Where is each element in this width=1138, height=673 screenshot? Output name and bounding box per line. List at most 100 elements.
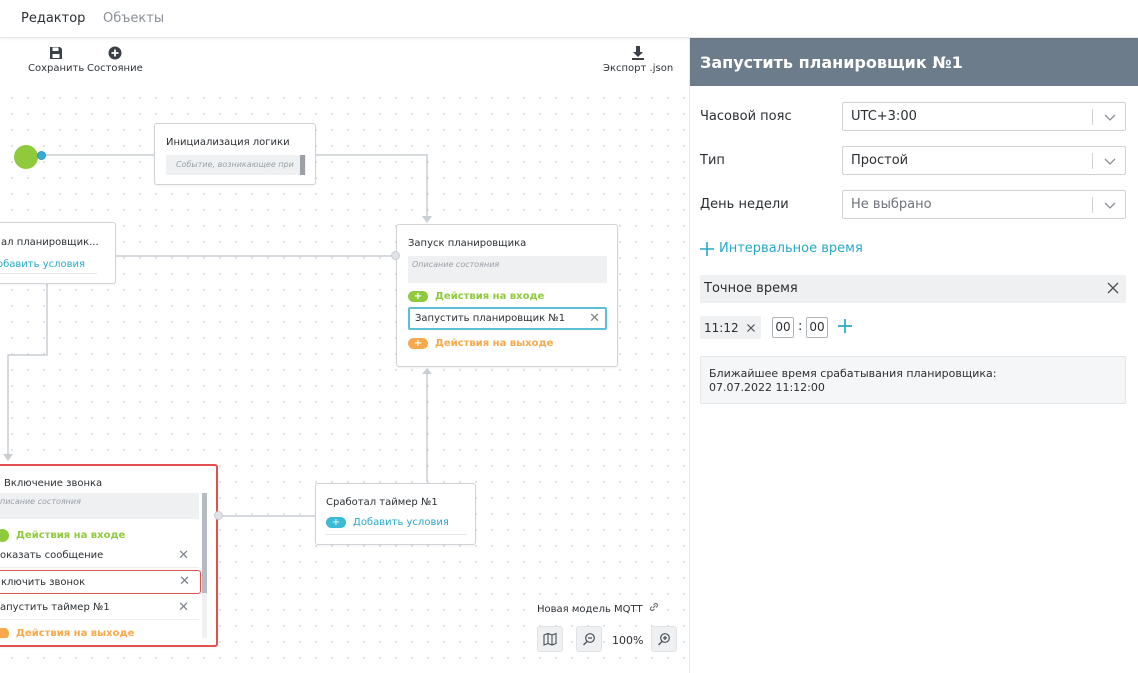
minutes-input[interactable]: 00 <box>806 317 828 338</box>
chevron-down-icon <box>1104 158 1116 165</box>
zoom-out-button[interactable] <box>576 626 602 652</box>
panel-title: Запустить планировщик №1 <box>700 53 963 72</box>
on-enter-label: Действия на входе <box>435 291 545 302</box>
model-name-label: Новая модель MQTT <box>537 604 643 615</box>
chevron-down-icon <box>1104 114 1116 121</box>
node-init-logic[interactable]: Инициализация логики Событие, возникающе… <box>154 123 316 185</box>
add-conditions-label: обавить условия <box>0 259 86 270</box>
node-left-event[interactable]: ал планировщик... обавить условия <box>0 222 116 284</box>
zoom-in-button[interactable] <box>651 626 677 652</box>
hours-input[interactable]: 00 <box>772 317 794 338</box>
scroll-thumb[interactable] <box>202 493 207 593</box>
properties-panel: Запустить планировщик №1 Часовой пояс UT… <box>689 38 1138 673</box>
on-exit-section[interactable]: Действия на выходе <box>0 628 134 638</box>
node-bell-on[interactable]: Включение звонка писание состояния Дейст… <box>0 464 218 647</box>
node-description[interactable]: писание состояния <box>0 493 199 519</box>
action-label: апустить таймер №1 <box>0 602 110 613</box>
on-enter-section[interactable]: + Действия на входе <box>408 291 544 302</box>
close-icon[interactable]: ✕ <box>178 547 189 563</box>
node-launch-scheduler[interactable]: Запуск планировщика Описание состояния +… <box>396 224 618 367</box>
on-enter-label: Действия на входе <box>16 530 126 541</box>
on-exit-section[interactable]: + Действия на выходе <box>408 338 553 349</box>
node-title: Сработал таймер №1 <box>326 497 438 508</box>
action-label: оказать сообщение <box>0 550 104 561</box>
exact-time-label: Точное время <box>704 281 798 296</box>
chevron-down-icon <box>1104 202 1116 209</box>
top-nav: Редактор Объекты <box>0 0 1138 38</box>
timezone-label: Часовой пояс <box>700 109 792 124</box>
save-button[interactable]: Сохранить <box>28 46 84 74</box>
divider <box>0 273 97 274</box>
diagram-canvas[interactable]: Сохранить Состояние Экспорт .json Инициа… <box>0 38 688 673</box>
time-tag: 11:12 <box>700 316 761 339</box>
scroll-track[interactable] <box>202 493 207 638</box>
plus-icon <box>0 628 9 638</box>
on-exit-label: Действия на выходе <box>16 628 135 638</box>
add-interval-time-button[interactable]: Интервальное время <box>700 241 863 256</box>
map-button[interactable] <box>537 626 563 652</box>
next-run-value: 07.07.2022 11:12:00 <box>709 381 825 394</box>
node-description: Событие, возникающее при <box>166 155 306 175</box>
save-label: Сохранить <box>28 63 85 74</box>
close-icon[interactable] <box>1106 281 1120 295</box>
next-run-label: Ближайшее время срабатывания планировщик… <box>709 367 997 380</box>
node-title: ал планировщик... <box>1 237 99 248</box>
zoom-level: 100% <box>612 634 644 647</box>
type-select[interactable]: Простой <box>842 146 1126 175</box>
weekday-select[interactable]: Не выбрано <box>842 190 1126 219</box>
add-conditions-label: Добавить условия <box>353 517 449 528</box>
action-item[interactable]: оказать сообщение ✕ <box>0 544 199 568</box>
description-text: Описание состояния <box>412 260 500 269</box>
interval-label: Интервальное время <box>719 241 863 256</box>
start-port[interactable] <box>37 151 46 160</box>
divider <box>1092 153 1093 169</box>
export-json-button[interactable]: Экспорт .json <box>603 46 673 74</box>
close-icon[interactable]: ✕ <box>179 574 190 589</box>
tab-objects[interactable]: Объекты <box>103 11 165 26</box>
plus-icon <box>0 529 9 542</box>
description-text: писание состояния <box>0 497 81 506</box>
node-description[interactable]: Описание состояния <box>408 256 607 283</box>
close-icon[interactable]: ✕ <box>178 599 189 615</box>
zoom-out-icon <box>583 633 595 646</box>
action-item[interactable]: апустить таймер №1 ✕ <box>0 596 199 620</box>
divider <box>1092 197 1093 213</box>
time-separator: : <box>798 319 803 334</box>
link-icon[interactable] <box>649 602 659 612</box>
type-label: Тип <box>700 153 725 168</box>
tab-editor[interactable]: Редактор <box>21 11 86 26</box>
zoom-in-icon <box>658 633 670 646</box>
node-title: Включение звонка <box>4 478 103 489</box>
start-point[interactable] <box>14 145 38 169</box>
plus-icon: + <box>408 338 428 349</box>
add-conditions-link[interactable]: обавить условия <box>0 259 85 270</box>
description-text: Событие, возникающее при <box>176 160 294 169</box>
node-timer-fired[interactable]: Сработал таймер №1 + Добавить условия <box>315 483 476 545</box>
launch-port[interactable] <box>391 251 400 260</box>
add-state-button[interactable]: Состояние <box>87 46 143 74</box>
map-icon <box>543 632 557 646</box>
scroll-thumb[interactable] <box>300 155 305 175</box>
type-value: Простой <box>851 153 909 168</box>
action-label: ключить звонок <box>1 576 86 588</box>
close-icon[interactable] <box>746 323 756 333</box>
bell-port[interactable] <box>214 511 223 520</box>
on-enter-section[interactable]: Действия на входе <box>0 529 125 542</box>
action-item-selected[interactable]: Запустить планировщик №1 ✕ <box>408 307 607 330</box>
action-item-error[interactable]: ключить звонок ✕ <box>0 570 201 594</box>
node-title: Инициализация логики <box>166 137 290 148</box>
divider <box>326 534 466 535</box>
add-time-icon[interactable] <box>837 318 853 334</box>
floppy-icon <box>50 47 63 59</box>
action-label: Запустить планировщик №1 <box>415 313 566 324</box>
model-name[interactable]: Новая модель MQTT <box>537 602 659 615</box>
exact-time-section: Точное время <box>700 275 1126 303</box>
plus-circle-icon <box>108 46 122 60</box>
divider <box>1092 109 1093 125</box>
add-conditions-link[interactable]: + Добавить условия <box>326 517 449 528</box>
weekday-label: День недели <box>700 197 789 212</box>
weekday-value: Не выбрано <box>851 197 932 212</box>
timezone-select[interactable]: UTC+3:00 <box>842 102 1126 131</box>
on-exit-label: Действия на выходе <box>435 338 554 349</box>
close-icon[interactable]: ✕ <box>589 310 600 326</box>
